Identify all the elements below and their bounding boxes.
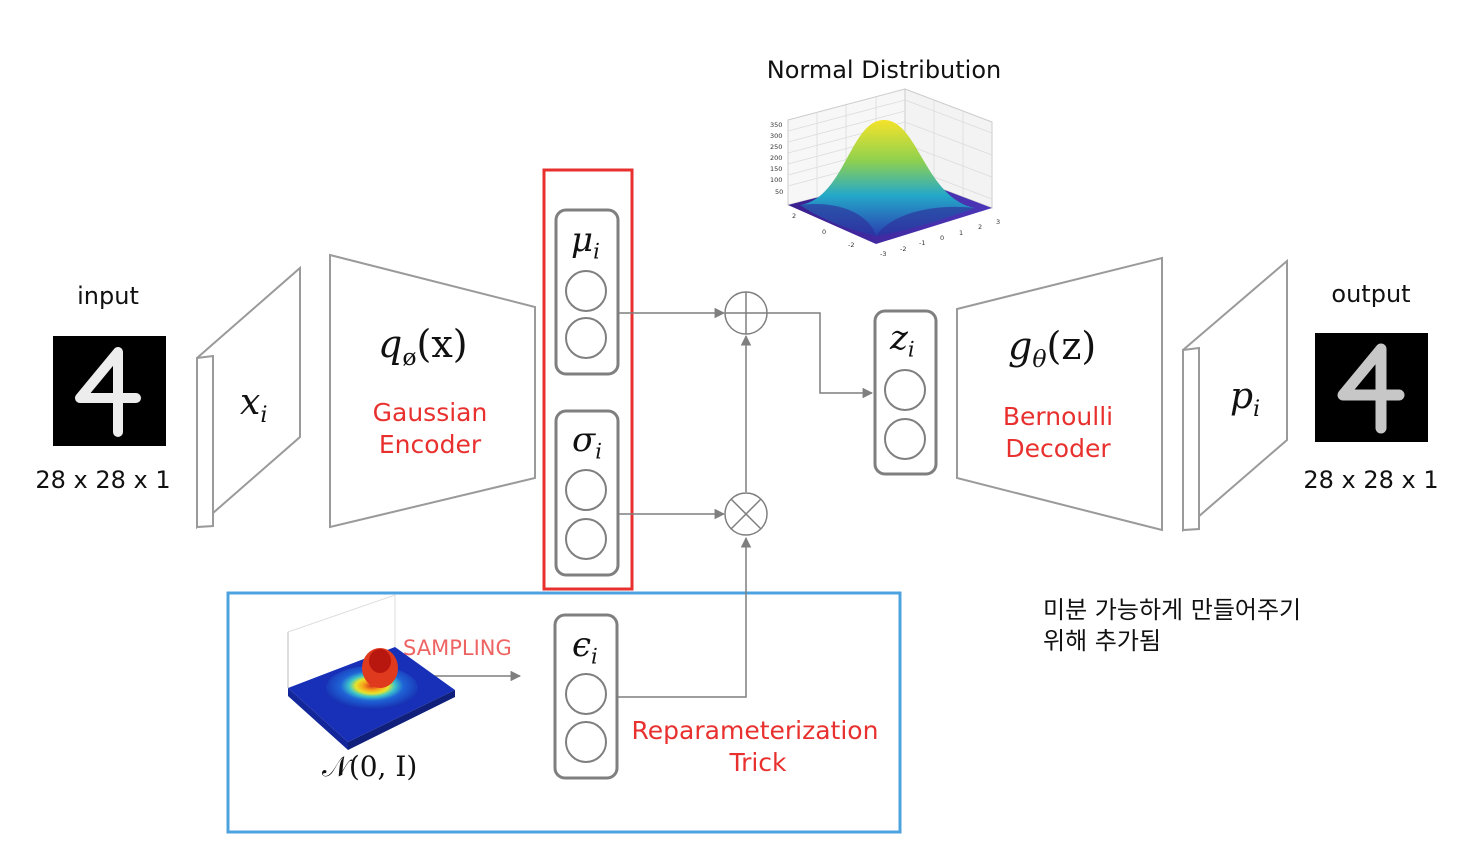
times-operator-icon	[724, 492, 768, 536]
x-tick: -1	[919, 239, 925, 247]
input-slab	[196, 265, 301, 530]
normal-distribution-title: Normal Distribution	[766, 56, 1002, 84]
z-node	[873, 309, 938, 476]
normal-distribution-plot: 350 300 250 200 150 100 50 -3 -2 -1 0 1 …	[770, 88, 1000, 258]
reparameterization-line1: Reparameterization	[631, 716, 879, 745]
standard-normal-label: 𝒩(0, I)	[322, 750, 418, 783]
reparameterization-line2: Trick	[729, 748, 787, 777]
x-tick: 3	[996, 218, 1000, 226]
decoder-name-line1: Bernoulli	[1002, 402, 1114, 431]
note-line2: 위해 추가됨	[1043, 627, 1162, 655]
z-tick: 250	[770, 143, 782, 151]
decoder-trapezoid	[956, 256, 1163, 532]
input-digit-image	[53, 336, 166, 446]
output-dims: 28 x 28 x 1	[1303, 466, 1439, 494]
z-tick: 300	[770, 132, 782, 140]
z-tick: 100	[770, 176, 782, 184]
epsilon-label: ϵi	[572, 625, 598, 669]
sigma-node	[554, 409, 620, 577]
output-slab	[1182, 258, 1288, 533]
output-label: output	[1331, 280, 1411, 308]
input-label: input	[77, 282, 139, 310]
z-tick: 150	[770, 165, 782, 173]
note-line1: 미분 가능하게 만들어주기	[1043, 596, 1302, 624]
epsilon-to-times-line	[617, 536, 752, 698]
encoder-name-line1: Gaussian	[372, 398, 488, 427]
z-tick: 350	[770, 121, 782, 129]
decoder-function: gθ(z)	[1008, 324, 1097, 374]
input-dims: 28 x 28 x 1	[35, 466, 171, 494]
x-tick: 1	[959, 229, 963, 237]
z-label: zi	[890, 318, 915, 362]
x-tick: 2	[978, 223, 982, 231]
sampling-distribution-plot	[287, 594, 455, 750]
output-digit-image	[1315, 333, 1428, 442]
plus-to-z-arrow	[767, 312, 874, 399]
x-tick: 0	[940, 234, 944, 242]
encoder-name-line2: Encoder	[378, 430, 482, 459]
encoder-function: qø(x)	[378, 322, 468, 372]
z-tick: 200	[770, 154, 782, 162]
sampling-label: SAMPLING	[403, 636, 512, 660]
decoder-name-line2: Decoder	[1005, 434, 1111, 463]
latent-highlight-box	[542, 168, 634, 591]
x-tick: -3	[880, 250, 886, 258]
output-variable-p: pi	[1230, 376, 1261, 422]
y-tick: 2	[792, 212, 796, 220]
x-tick: -2	[900, 245, 906, 253]
sigma-label: σi	[572, 420, 602, 464]
input-variable-x: xi	[240, 382, 268, 428]
mu-node	[554, 208, 620, 376]
plus-operator-icon	[724, 291, 768, 335]
encoder-trapezoid	[329, 253, 536, 529]
y-tick: 0	[822, 228, 826, 236]
mu-label: μi	[571, 220, 600, 264]
y-tick: -2	[848, 241, 854, 249]
z-tick: 50	[775, 188, 783, 196]
reparameterization-box	[226, 591, 902, 834]
